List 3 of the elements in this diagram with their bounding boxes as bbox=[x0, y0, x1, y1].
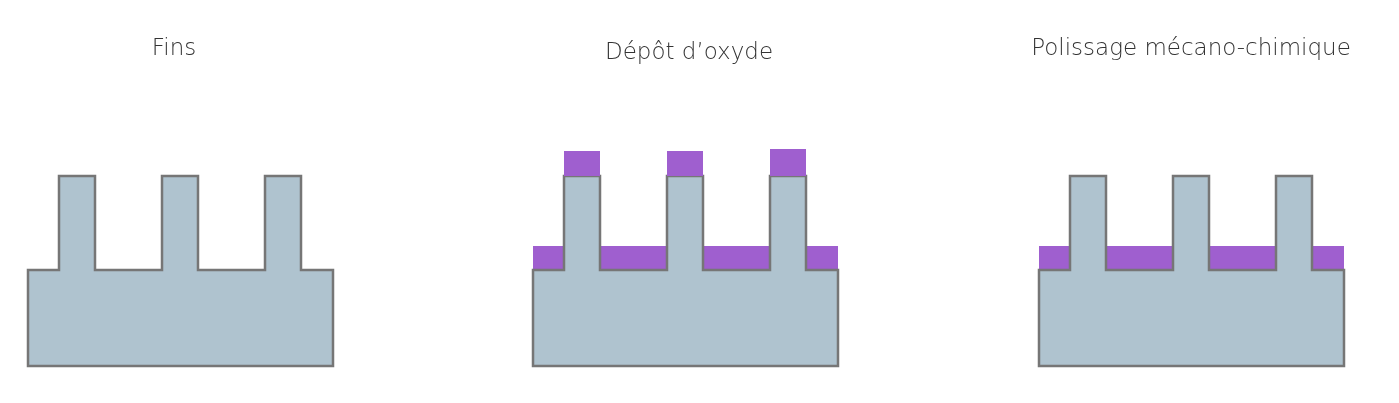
panel-title: Dépôt d’oxyde bbox=[604, 38, 774, 64]
panel-title: Polissage mécano-chimique bbox=[1031, 34, 1351, 60]
panel-title: Fins bbox=[151, 34, 197, 60]
